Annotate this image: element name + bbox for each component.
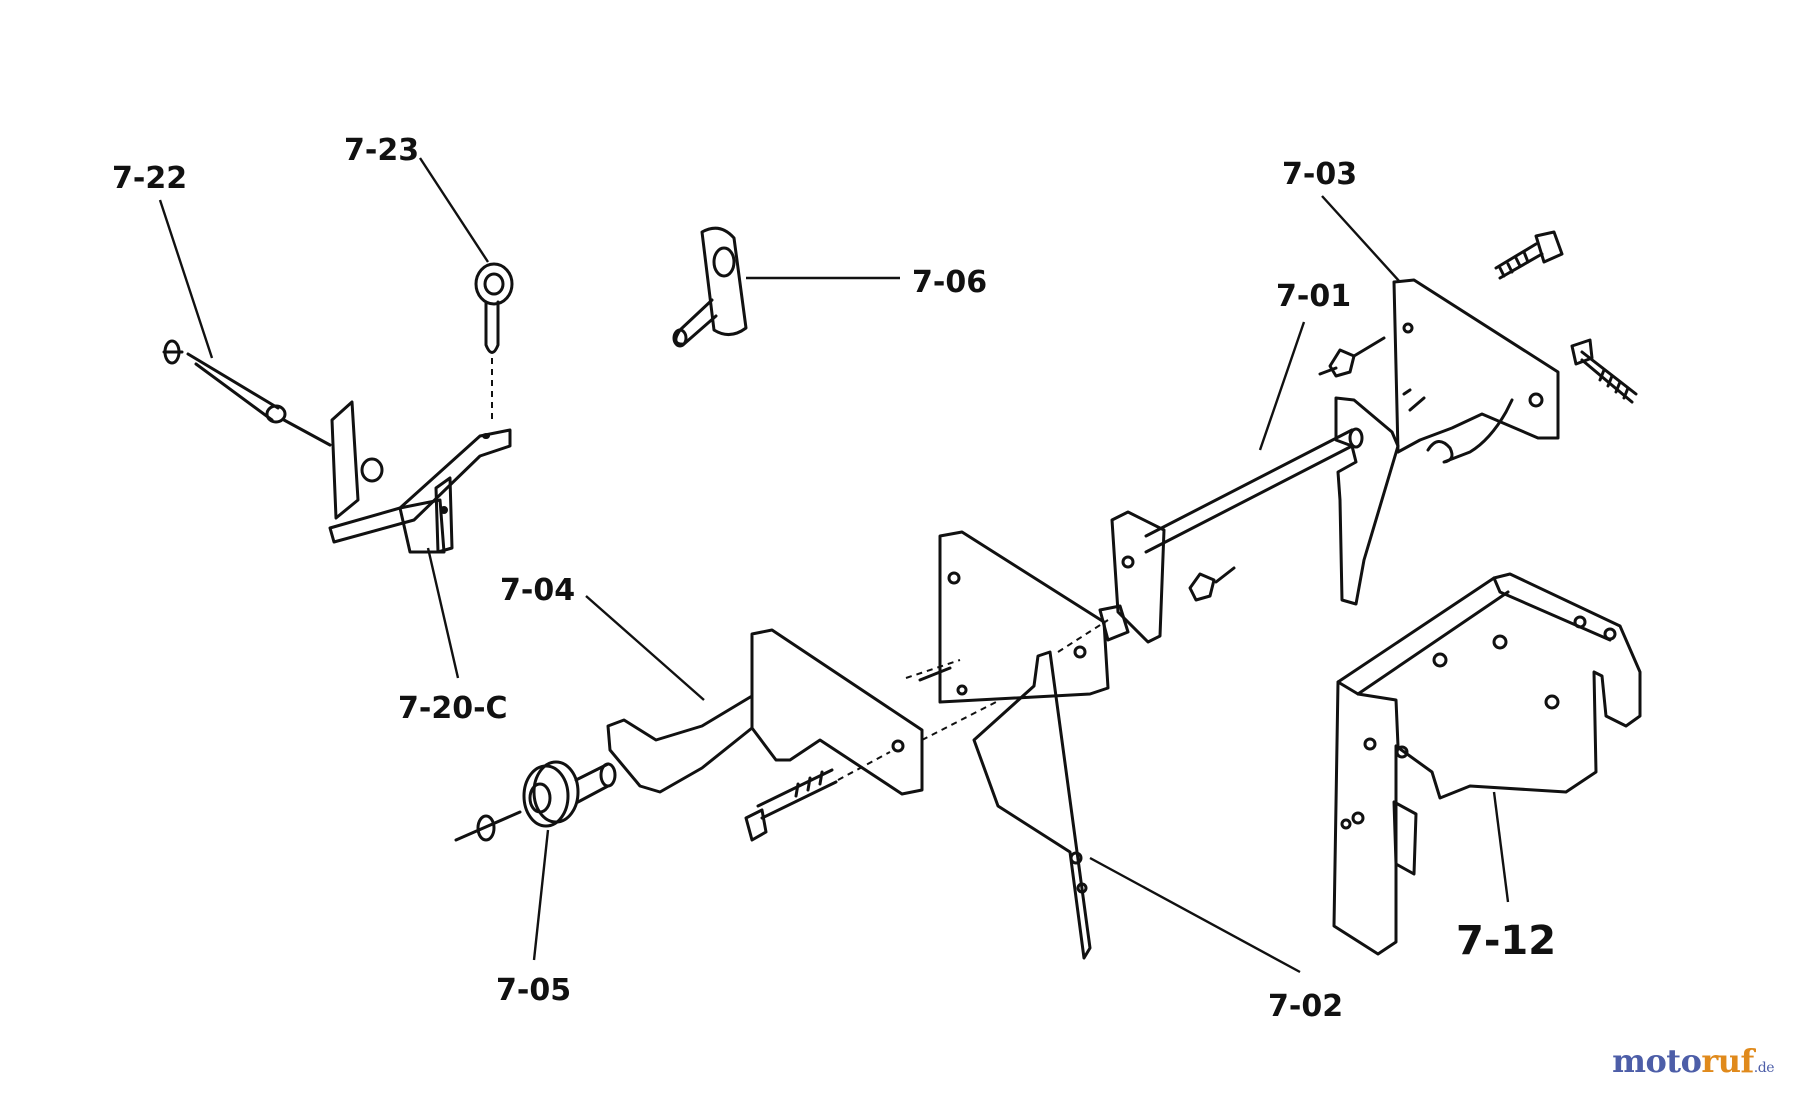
label-7-03: 7-03	[1282, 157, 1357, 192]
part-7-12-u-bracket	[1332, 572, 1642, 956]
site-watermark-logo: motoruf.de	[1612, 1042, 1774, 1080]
label-7-02: 7-02	[1268, 989, 1343, 1024]
watermark-part3: .de	[1753, 1060, 1775, 1076]
part-7-20-c-lever	[328, 400, 512, 554]
part-7-04-arm	[606, 628, 1001, 842]
part-7-01-shaft	[1098, 396, 1400, 644]
label-7-05: 7-05	[496, 973, 571, 1008]
label-7-23: 7-23	[344, 133, 419, 168]
watermark-part1: moto	[1612, 1042, 1702, 1080]
part-7-06-clevis-pin	[672, 226, 748, 348]
label-7-12: 7-12	[1456, 918, 1556, 964]
part-7-23-eye-bolt	[474, 262, 514, 420]
label-7-20-c: 7-20-C	[398, 691, 508, 726]
label-7-22: 7-22	[112, 161, 187, 196]
label-7-06: 7-06	[912, 265, 987, 300]
label-7-04: 7-04	[500, 573, 575, 608]
watermark-part2: ruf	[1701, 1042, 1754, 1080]
part-7-22-pin	[162, 339, 332, 447]
part-7-03-bracket	[1318, 230, 1638, 464]
part-7-02-mount-plate	[905, 530, 1110, 960]
part-7-05-roller	[454, 760, 617, 842]
label-7-01: 7-01	[1276, 279, 1351, 314]
